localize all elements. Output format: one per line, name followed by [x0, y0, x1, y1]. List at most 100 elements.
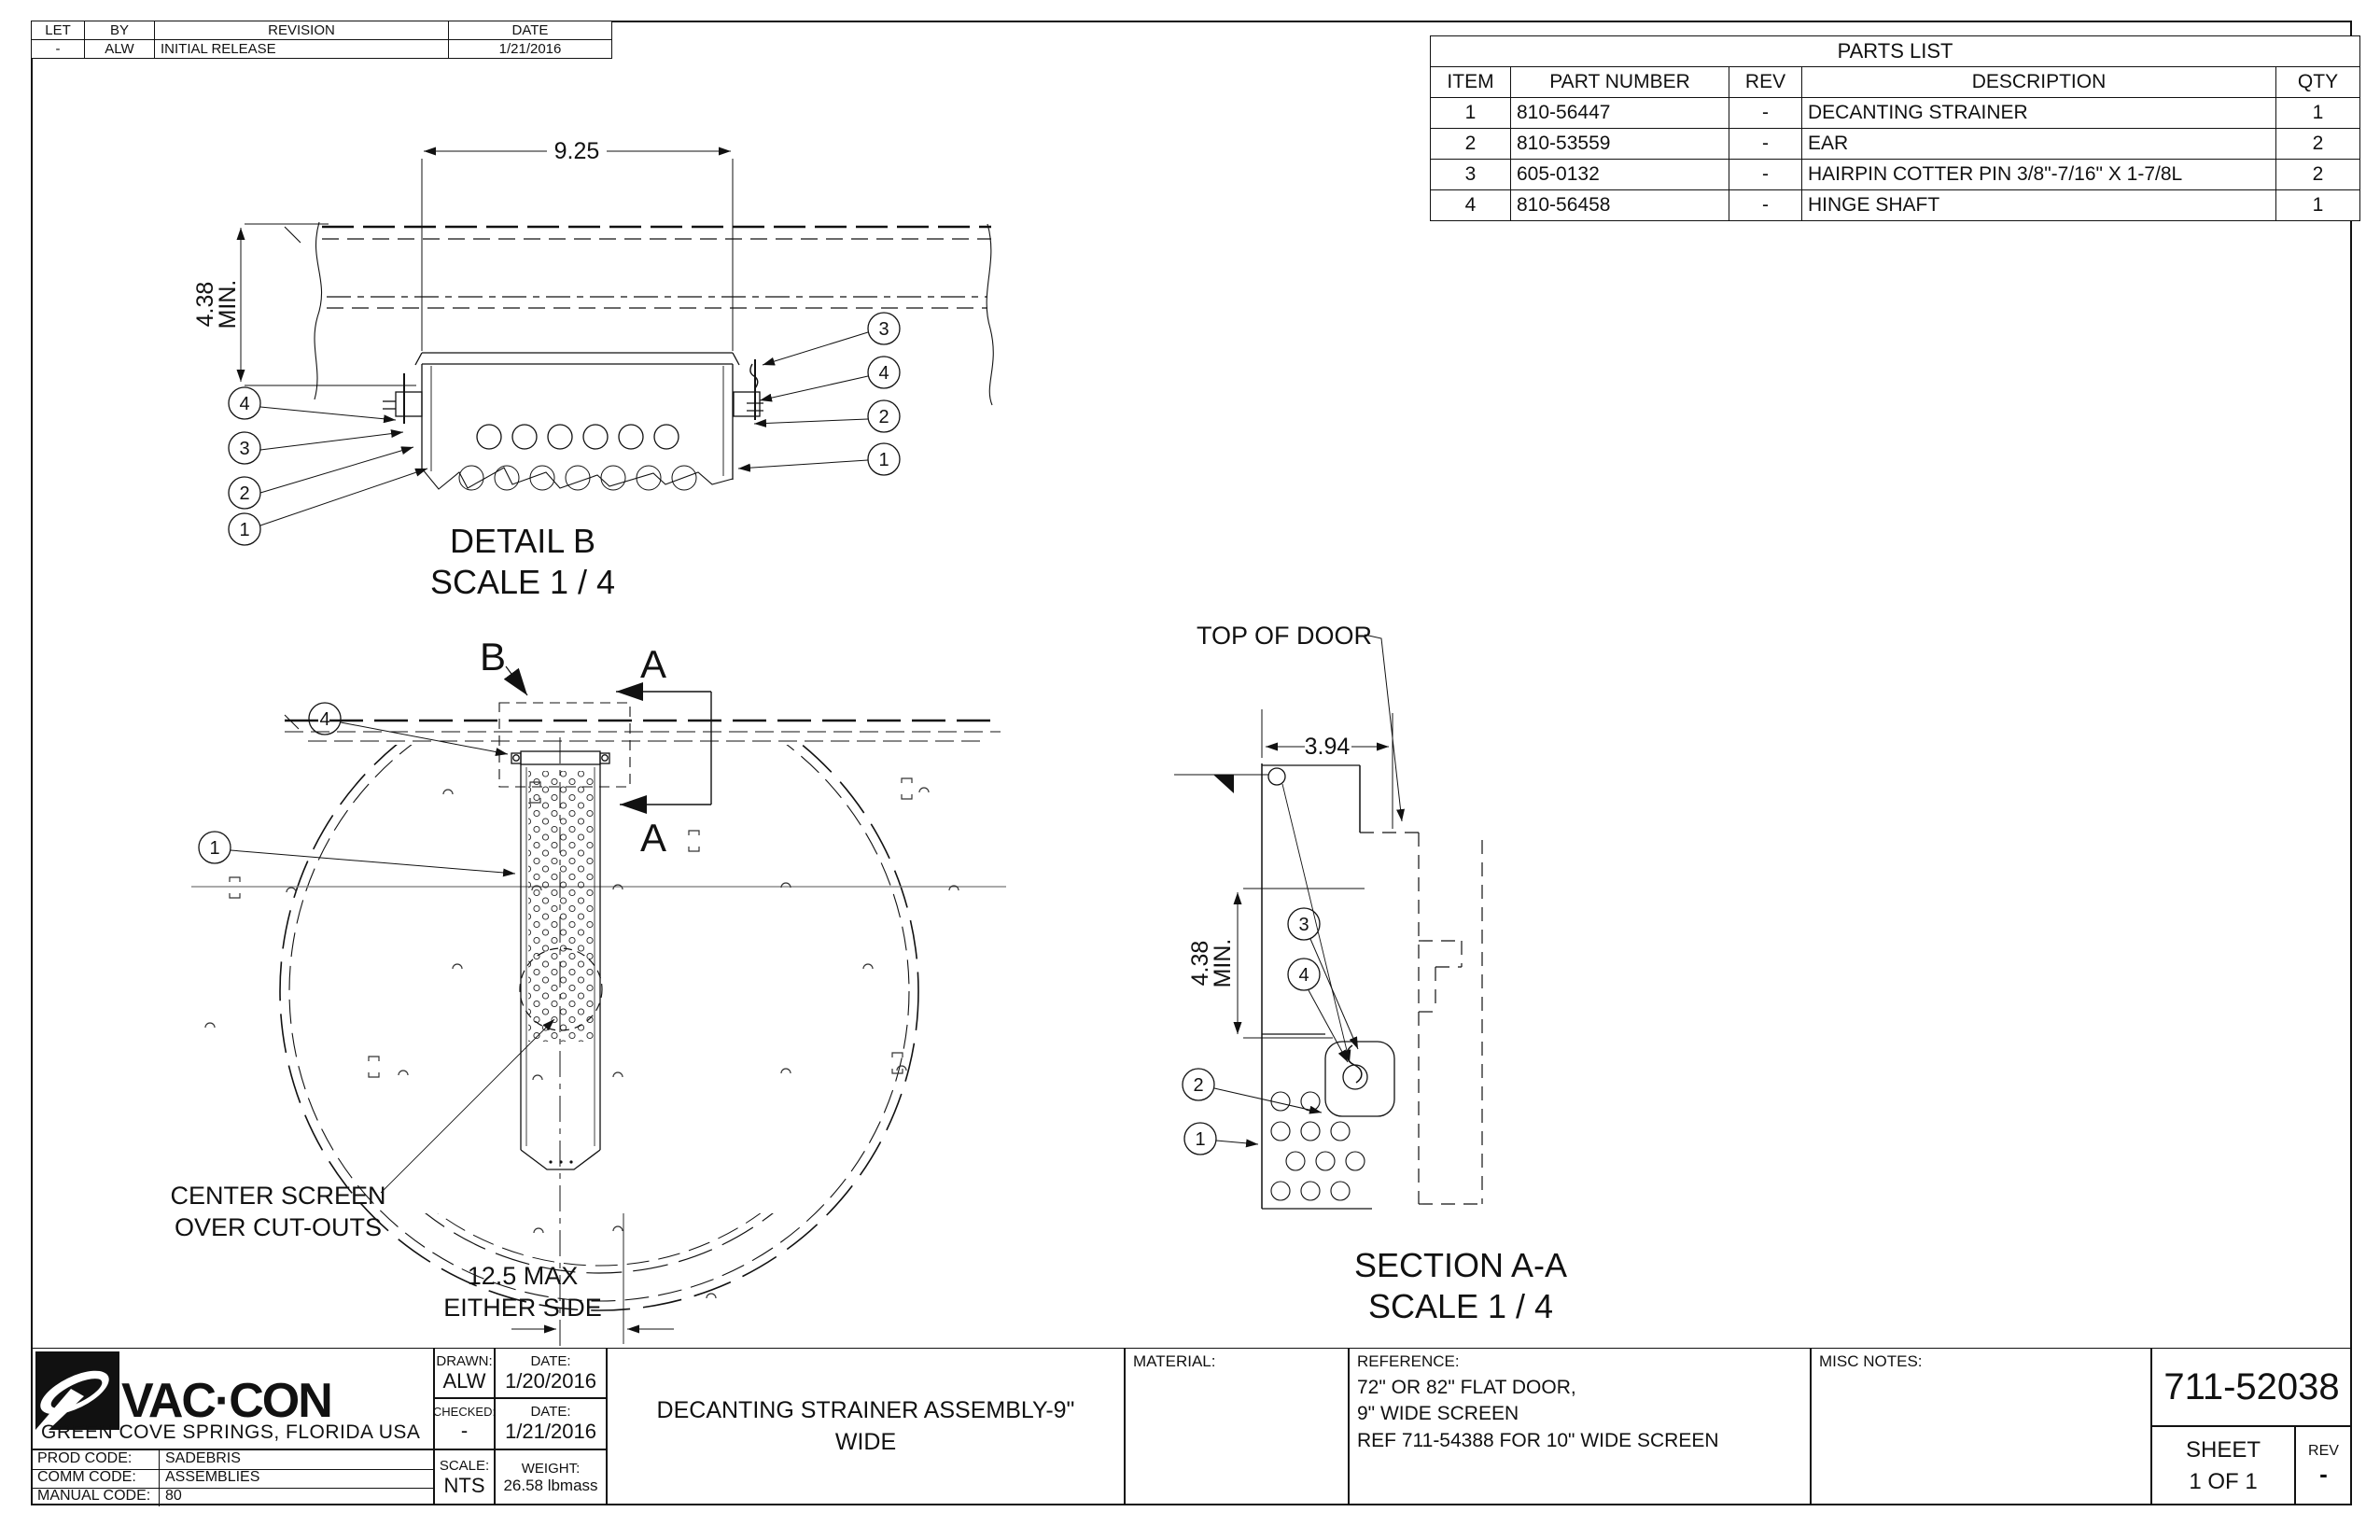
- svg-text:2: 2: [878, 407, 889, 427]
- parts-row-2: 2 810-53559 - EAR 2: [1430, 128, 2361, 160]
- balloon-section-4: 4: [1287, 958, 1321, 991]
- reference-line-1: 72" OR 82" FLAT DOOR,: [1357, 1377, 1576, 1398]
- codes-cell: PROD CODE: SADEBRIS COMM CODE: ASSEMBLIE…: [31, 1449, 435, 1506]
- offset-dim-line1: 12.5 MAX: [468, 1262, 579, 1290]
- manual-code-label: MANUAL CODE:: [32, 1488, 160, 1506]
- parts-cell-part-number: 605-0132: [1510, 159, 1729, 190]
- parts-cell-description: HAIRPIN COTTER PIN 3/8"-7/16" X 1-7/8L: [1801, 159, 2276, 190]
- parts-cell-rev: -: [1729, 159, 1802, 190]
- balloon-detail-left-1: 1: [228, 512, 261, 546]
- detail-b-dim-height: 4.38: [192, 282, 218, 328]
- parts-cell-qty: 1: [2275, 97, 2361, 129]
- vac-con-swoosh-icon: [35, 1351, 119, 1430]
- weight-cell: WEIGHT:26.58 lbmass: [495, 1449, 607, 1505]
- section-dim-height: 4.38: [1187, 941, 1213, 987]
- detail-b-title: DETAIL B: [450, 522, 595, 560]
- top-of-door-label: TOP OF DOOR: [1197, 622, 1372, 650]
- svg-text:1: 1: [209, 838, 219, 859]
- svg-text:1: 1: [239, 520, 249, 540]
- svg-text:2: 2: [1193, 1075, 1203, 1096]
- revision-cell-let: -: [31, 39, 85, 59]
- scale-cell: SCALE:NTS: [434, 1449, 495, 1505]
- balloon-section-2: 2: [1182, 1068, 1215, 1101]
- parts-row-4: 4 810-56458 - HINGE SHAFT 1: [1430, 189, 2361, 221]
- detail-b-dim-width: 9.25: [554, 138, 600, 164]
- parts-cell-description: HINGE SHAFT: [1801, 189, 2276, 221]
- reference-line-3: REF 711-54388 FOR 10" WIDE SCREEN: [1357, 1429, 1719, 1451]
- parts-cell-description: DECANTING STRAINER: [1801, 97, 2276, 129]
- parts-cell-item: 4: [1430, 189, 1511, 221]
- revision-header-row: LET BY REVISION DATE: [31, 21, 612, 40]
- parts-header-part-number: PART NUMBER: [1510, 66, 1729, 98]
- scale-label: SCALE:: [439, 1457, 490, 1474]
- title-block: VAC·CON GREEN COVE SPRINGS, FLORIDA USA …: [31, 1348, 2352, 1506]
- weight-label: WEIGHT:: [521, 1460, 581, 1477]
- detail-b-view: 4 3 2 1 3 4 2 1 9.25 4.38 MIN. DETAIL B …: [192, 138, 994, 601]
- rev-label: REV: [2308, 1443, 2339, 1459]
- parts-header-qty: QTY: [2275, 66, 2361, 98]
- prod-code-row: PROD CODE: SADEBRIS: [32, 1450, 435, 1470]
- drawn-label: DRAWN:: [436, 1352, 493, 1369]
- drawn-date-cell: DATE:1/20/2016: [495, 1348, 607, 1398]
- drawn-date-value: 1/20/2016: [505, 1368, 596, 1393]
- parts-cell-rev: -: [1729, 189, 1802, 221]
- drawn-date-label: DATE:: [530, 1352, 571, 1369]
- parts-cell-qty: 2: [2275, 159, 2361, 190]
- parts-header-description: DESCRIPTION: [1801, 66, 2276, 98]
- balloon-main-1: 1: [198, 831, 231, 864]
- section-aa-title: SECTION A-A: [1354, 1246, 1567, 1284]
- material-label: MATERIAL:: [1133, 1352, 1216, 1370]
- revision-header-revision: REVISION: [154, 21, 449, 40]
- revision-cell-date: 1/21/2016: [448, 39, 612, 59]
- misc-notes-label: MISC NOTES:: [1819, 1352, 1923, 1370]
- parts-header-item: ITEM: [1430, 66, 1511, 98]
- parts-cell-rev: -: [1729, 97, 1802, 129]
- balloon-detail-right-1: 1: [867, 442, 901, 476]
- checked-cell: CHECKED:-: [433, 1398, 496, 1449]
- checked-date-cell: DATE:1/21/2016: [495, 1398, 607, 1449]
- drawing-title-line2: WIDE: [834, 1428, 897, 1455]
- scale-value: NTS: [443, 1473, 485, 1497]
- detail-b-dim-height-suffix: MIN.: [215, 280, 241, 329]
- sheet-value: 1 OF 1: [2189, 1468, 2258, 1494]
- section-dim-height-suffix: MIN.: [1210, 939, 1236, 988]
- balloon-detail-right-3: 3: [867, 312, 901, 345]
- balloon-detail-right-2: 2: [867, 399, 901, 433]
- balloon-detail-left-2: 2: [228, 476, 261, 510]
- manual-code-row: MANUAL CODE: 80: [32, 1488, 435, 1506]
- section-dim-width: 3.94: [1305, 734, 1351, 760]
- section-aa-scale: SCALE 1 / 4: [1368, 1287, 1553, 1325]
- reference-cell: REFERENCE: 72" OR 82" FLAT DOOR, 9" WIDE…: [1349, 1348, 1811, 1505]
- parts-header-rev: REV: [1729, 66, 1802, 98]
- comm-code-label: COMM CODE:: [32, 1469, 160, 1488]
- sheet-label: SHEET: [2185, 1436, 2261, 1463]
- svg-text:1: 1: [878, 450, 889, 470]
- detail-letter-b: B: [480, 635, 506, 679]
- offset-dim-line2: EITHER SIDE: [443, 1294, 602, 1322]
- parts-list-table: PARTS LIST ITEM PART NUMBER REV DESCRIPT…: [1429, 35, 2361, 221]
- drawn-cell: DRAWN:ALW: [434, 1348, 495, 1398]
- balloon-detail-left-4: 4: [228, 386, 261, 420]
- parts-row-1: 1 810-56447 - DECANTING STRAINER 1: [1430, 97, 2361, 129]
- section-aa-view: 3 4 2 1 TOP OF DOOR 3.94 4.38 MIN. SECTI…: [1174, 622, 1567, 1325]
- parts-row-3: 3 605-0132 - HAIRPIN COTTER PIN 3/8"-7/1…: [1430, 159, 2361, 190]
- parts-cell-qty: 1: [2275, 189, 2361, 221]
- misc-notes-cell: MISC NOTES:: [1811, 1348, 2151, 1505]
- revision-cell-by: ALW: [84, 39, 155, 59]
- section-letter-a-bottom: A: [640, 816, 666, 860]
- balloon-section-3: 3: [1287, 907, 1321, 941]
- parts-list-title: PARTS LIST: [1429, 35, 2361, 67]
- parts-list-header-row: ITEM PART NUMBER REV DESCRIPTION QTY: [1430, 66, 2361, 98]
- checked-date-label: DATE:: [530, 1404, 571, 1420]
- drawing-title-cell: DECANTING STRAINER ASSEMBLY-9" WIDE: [607, 1348, 1125, 1505]
- parts-cell-item: 3: [1430, 159, 1511, 190]
- svg-text:2: 2: [239, 483, 249, 504]
- parts-cell-part-number: 810-56458: [1510, 189, 1729, 221]
- parts-cell-description: EAR: [1801, 128, 2276, 160]
- balloon-detail-left-3: 3: [228, 431, 261, 465]
- parts-cell-rev: -: [1729, 128, 1802, 160]
- parts-cell-item: 1: [1430, 97, 1511, 129]
- drawn-value: ALW: [442, 1368, 486, 1393]
